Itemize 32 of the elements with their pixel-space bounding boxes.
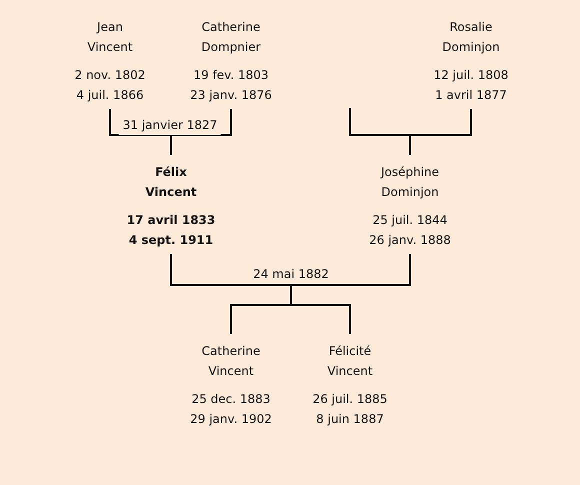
date-text: 1 avril 1877 [435, 87, 507, 104]
date-text: 17 avril 1833 [126, 212, 216, 229]
person-name: Félicité Vincent [327, 343, 373, 380]
date-text: 26 juil. 1885 [312, 391, 388, 408]
connector-line [410, 109, 472, 136]
connector-line [171, 109, 232, 136]
connector-line [409, 134, 411, 155]
date-text: 23 janv. 1876 [190, 87, 272, 104]
date-text: 29 janv. 1902 [190, 411, 272, 428]
connector-line [349, 108, 410, 136]
connector-line [291, 254, 411, 286]
connector-line [290, 284, 292, 306]
connector-line [170, 134, 172, 155]
connector-line [230, 304, 291, 334]
connector-line [170, 254, 291, 286]
connector-line [109, 109, 171, 136]
date-text: 26 janv. 1888 [369, 232, 451, 249]
connector-line [291, 304, 351, 334]
person-name: Rosalie Dominjon [442, 19, 500, 56]
date-text: 8 juin 1887 [316, 411, 384, 428]
person-name: Catherine Vincent [202, 343, 260, 380]
date-text: 4 sept. 1911 [128, 232, 214, 249]
person-name: Catherine Dompnier [201, 19, 261, 56]
date-text: 12 juil. 1808 [434, 67, 508, 84]
date-text: 25 juil. 1844 [372, 212, 448, 229]
date-text: 2 nov. 1802 [74, 67, 146, 84]
date-text: 19 fev. 1803 [193, 67, 269, 84]
person-name: Joséphine Dominjon [380, 164, 440, 201]
date-text: 25 dec. 1883 [192, 391, 270, 408]
date-text: 4 juil. 1866 [76, 87, 144, 104]
person-name: Jean Vincent [87, 19, 133, 56]
person-name: Félix Vincent [145, 164, 197, 201]
